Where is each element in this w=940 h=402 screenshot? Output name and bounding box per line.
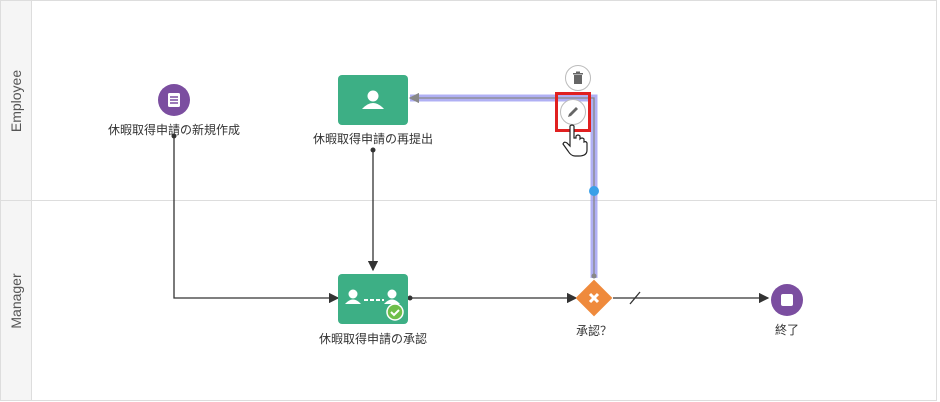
- task-resubmit-label: 休暇取得申請の再提出: [312, 132, 434, 146]
- form-icon: [168, 93, 180, 107]
- gateway-label: 承認？: [575, 324, 613, 338]
- end-event-label: 終了: [774, 323, 800, 337]
- stop-icon: [781, 294, 793, 306]
- lane-header: Employee: [1, 1, 32, 200]
- trash-icon: [573, 71, 583, 84]
- x-icon: [588, 292, 600, 304]
- task-approve[interactable]: [338, 274, 408, 324]
- approval-icon: [345, 289, 404, 321]
- waypoint-handle[interactable]: [589, 186, 599, 196]
- delete-button[interactable]: [565, 65, 591, 91]
- start-event[interactable]: [158, 84, 190, 116]
- flow-gateway-resubmit[interactable]: [408, 92, 595, 278]
- pencil-icon: [568, 107, 578, 117]
- flow-start-approve[interactable]: [173, 136, 340, 304]
- edit-button[interactable]: [560, 99, 586, 125]
- hand-cursor-icon: [562, 124, 588, 157]
- user-icon: [362, 90, 384, 109]
- start-event-label: 休暇取得申請の新規作成: [107, 123, 241, 137]
- task-approve-label: 休暇取得申請の承認: [318, 332, 428, 346]
- lane-manager: Manager: [0, 200, 937, 401]
- end-event[interactable]: [771, 284, 803, 316]
- lane-header: Manager: [1, 201, 32, 400]
- task-resubmit[interactable]: [338, 75, 408, 125]
